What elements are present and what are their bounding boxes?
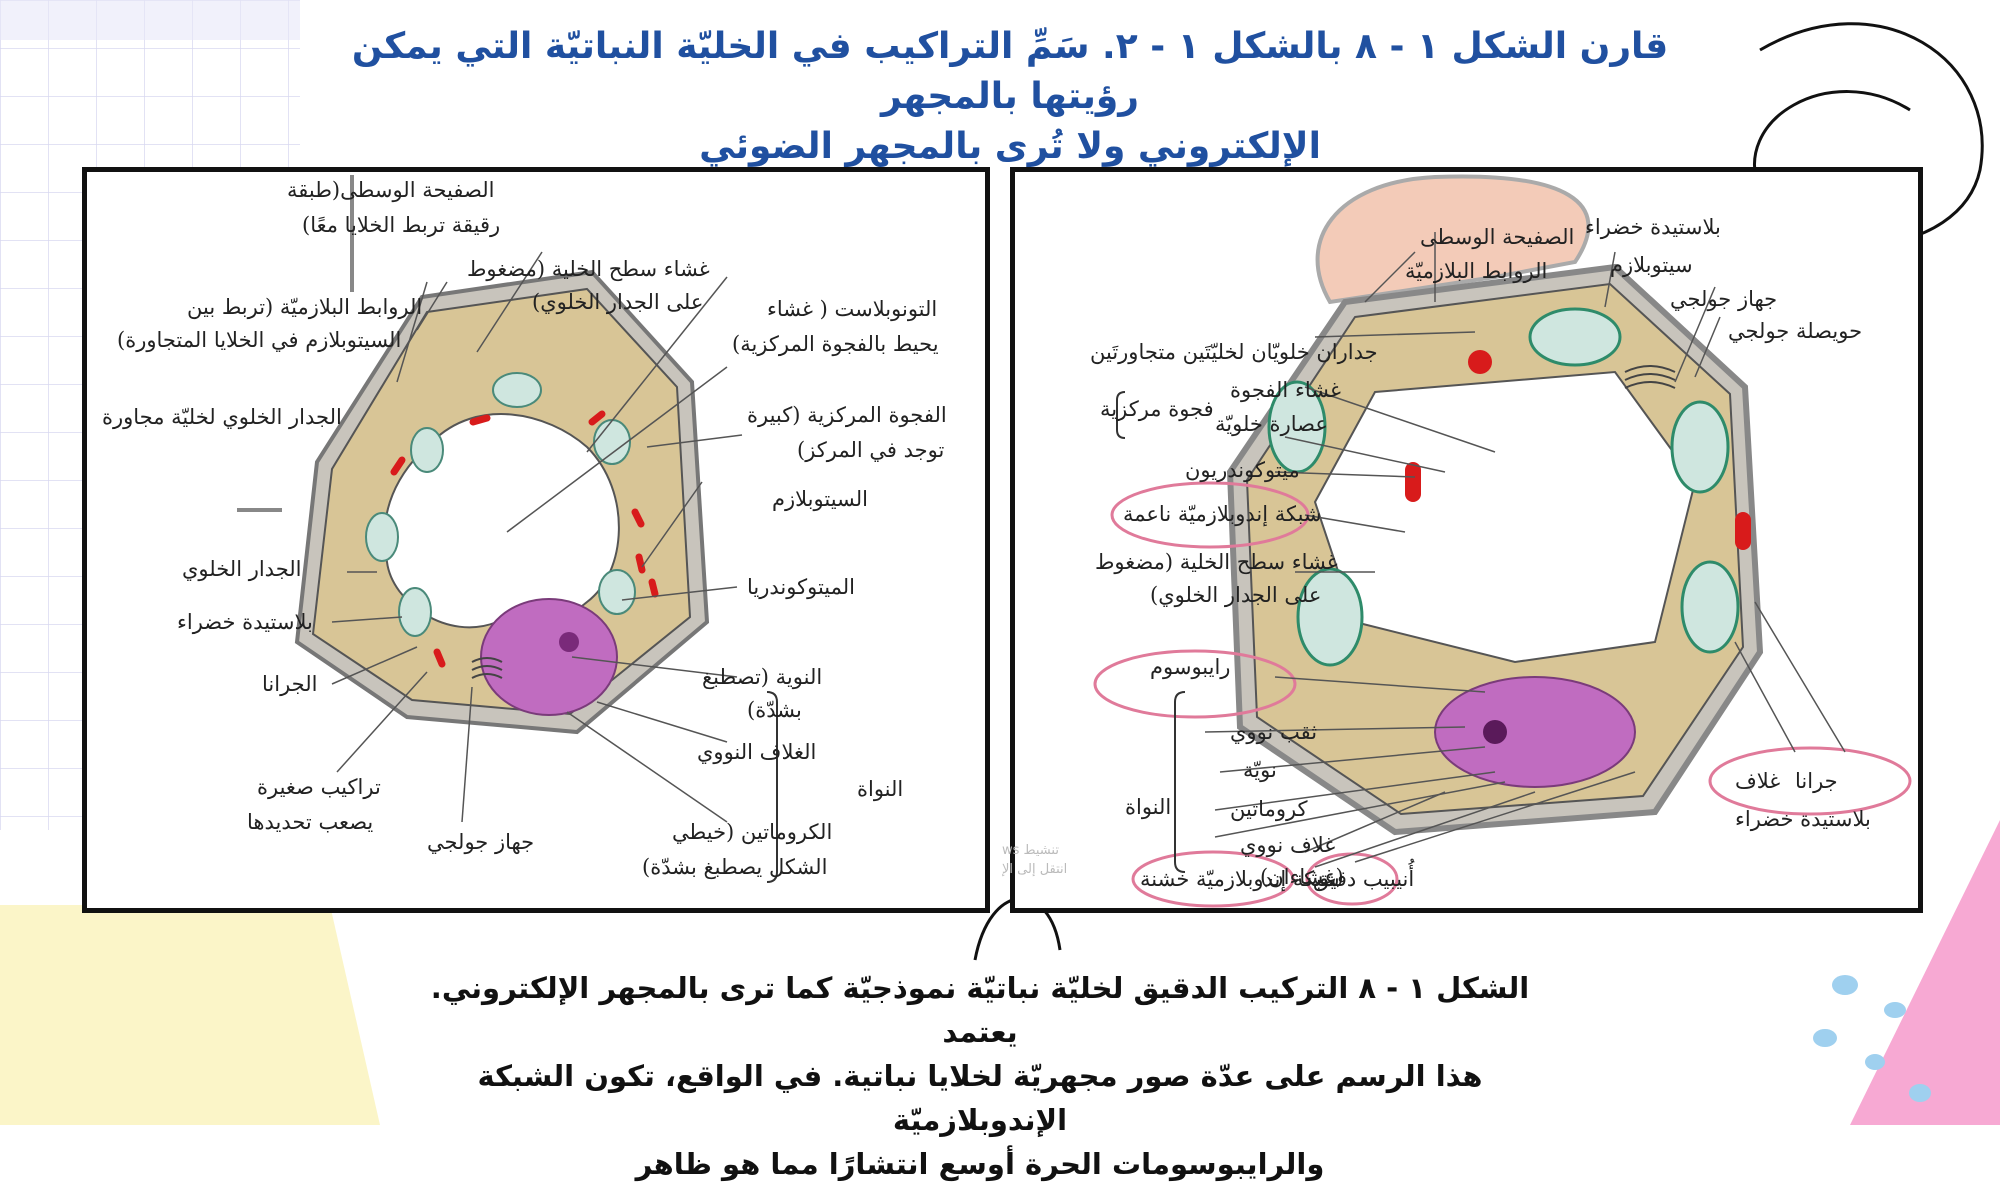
- highlight-circles: [1093, 481, 1912, 908]
- blue-dots: [1813, 975, 1931, 1102]
- label-ribosome: رايبوسوم: [1150, 655, 1231, 679]
- caption-line-3: والرايبوسومات الحرة أوسع انتشارًا مما هو…: [635, 1147, 1325, 1181]
- label-two-walls: جداران خلويّان لخليّتَين متجاورتَين: [1090, 340, 1378, 364]
- label-vacuole-membrane: غشاء الفجوة: [1230, 378, 1341, 402]
- label-mitochondria: الميتوكوندريا: [747, 575, 855, 599]
- nucleus: [1434, 676, 1636, 788]
- label-nucleolus: النوية (تصطبغ: [702, 665, 823, 689]
- light-cell-drawing: [237, 175, 778, 883]
- slide-title: قارن الشكل ١ - ٨ بالشكل ١ - ٢. سَمِّ الت…: [300, 22, 1720, 172]
- lavender-shape: [0, 0, 300, 40]
- nucleolus: [559, 632, 579, 652]
- electron-microscope-diagram: بلاستيدة خضراء الصفيحة الوسطى الروابط ال…: [1010, 167, 1923, 913]
- label-chromatin-2: الشكل يصطبغ بشدّة): [642, 855, 828, 879]
- label-envelope: غلاف: [1735, 769, 1781, 793]
- caption-line-2: هذا الرسم على عدّة صور مجهريّة لخلايا نب…: [477, 1059, 1483, 1137]
- label-nuclear-pore: ثقب نووي: [1230, 720, 1318, 744]
- light-microscope-diagram: الصفيحة الوسطى(طبقة رقيقة تربط الخلايا م…: [82, 167, 990, 913]
- label-chloroplast-bottom: بلاستيدة خضراء: [1735, 807, 1871, 831]
- nucleus: [480, 598, 618, 716]
- caption-line-1: الشكل ١ - ٨ التركيب الدقيق لخليّة نباتيّ…: [430, 971, 1530, 1049]
- neighbor-cell: [1315, 174, 1591, 305]
- label-cell-wall: الجدار الخلوي: [182, 557, 302, 581]
- label-middle-lamella: الصفيحة الوسطى(طبقة: [287, 178, 495, 202]
- vacuole-bracket: [1116, 391, 1126, 439]
- label-tonoplast: التونوبلاست ( غشاء: [767, 297, 938, 321]
- label-surface-membrane: غشاء سطح الخلية (مضغوط: [1095, 550, 1338, 574]
- label-golgi-vesicle: حويصلة جولجي: [1728, 319, 1863, 343]
- label-rough-er: شبكة إندوبلازميّة خشنة: [1140, 867, 1340, 891]
- label-nuclear-envelope: غلاف نووي: [1240, 833, 1336, 857]
- label-nucleolus: نويّة: [1243, 758, 1277, 782]
- figure-caption: الشكل ١ - ٨ التركيب الدقيق لخليّة نباتيّ…: [420, 966, 1540, 1186]
- watermark-line-1: تنشيط ws: [1002, 843, 1059, 858]
- label-central-vacuole-2: توجد في المركز): [797, 438, 945, 462]
- label-grana: جرانا: [1795, 769, 1838, 793]
- pink-triangle: [1850, 820, 2000, 1125]
- label-nuclear-envelope: الغلاف النووي: [697, 740, 817, 764]
- label-microtubule: أُنيبيب دقيق: [1313, 867, 1415, 891]
- label-mitochondrion: ميتوكوندريون: [1185, 458, 1300, 482]
- leader-lines: [331, 251, 743, 823]
- golgi: [471, 657, 503, 679]
- label-cell-membrane-2: على الجدار الخلوي): [532, 290, 704, 314]
- label-smooth-er: شبكة إندوبلازميّة ناعمة: [1123, 502, 1322, 526]
- label-small-structures-2: يصعب تحديدها: [247, 810, 374, 834]
- label-nuclear-envelope-2: (غشاءان): [1260, 865, 1344, 889]
- title-line-1: قارن الشكل ١ - ٨ بالشكل ١ - ٢. سَمِّ الت…: [351, 26, 1669, 117]
- label-middle-lamella: الصفيحة الوسطى: [1420, 225, 1575, 249]
- label-surface-membrane-2: على الجدار الخلوي): [1150, 583, 1322, 607]
- mitochondria: [390, 410, 659, 668]
- label-plasmodesmata: الروابط البلازميّة (تربط بين: [187, 295, 423, 319]
- label-middle-lamella-2: رقيقة تربط الخلايا معًا): [302, 213, 501, 237]
- label-tonoplast-2: يحيط بالفجوة المركزية): [732, 332, 939, 356]
- electron-cell-drawing: [1093, 174, 1912, 908]
- label-cytoplasm: السيتوبلازم: [772, 487, 869, 511]
- nucleus-bracket: [1174, 691, 1186, 873]
- label-golgi-apparatus: جهاز جولجي: [1670, 287, 1778, 311]
- label-cell-sap: عصارة خلويّة: [1215, 412, 1328, 436]
- leader-lines: [1204, 232, 1846, 868]
- chloroplasts: [1267, 307, 1740, 667]
- label-nucleolus-2: بشدّة): [747, 698, 802, 722]
- label-nucleus: النواة: [1125, 795, 1172, 819]
- label-central-vacuole: الفجوة المركزية (كبيرة: [747, 403, 947, 427]
- label-golgi: جهاز جولجي: [427, 830, 535, 854]
- title-line-2: الإلكتروني ولا تُرى بالمجهر الضوئي: [699, 126, 1321, 167]
- label-plasmodesmata: الروابط البلازميّة: [1405, 259, 1548, 283]
- yellow-shape: [0, 905, 380, 1125]
- label-cell-membrane: غشاء سطح الخلية (مضغوط: [467, 257, 710, 281]
- label-chloroplast: بلاستيدة خضراء: [177, 610, 313, 634]
- mitochondria: [1405, 350, 1751, 550]
- label-central-vacuole: فجوة مركزية: [1100, 397, 1214, 421]
- label-chromatin: الكروماتين (خيطي: [672, 820, 833, 844]
- central-vacuole: [1313, 370, 1697, 664]
- nucleolus: [1483, 720, 1507, 744]
- nucleus-bracket: [766, 691, 778, 883]
- chloroplasts: [365, 372, 636, 637]
- watermark-line-2: انتقل إلى الإ: [1002, 862, 1068, 877]
- golgi: [1624, 365, 1676, 389]
- label-plasmodesmata-2: السيتوبلازم في الخلايا المتجاورة): [117, 328, 402, 352]
- label-grana: الجرانا: [262, 672, 318, 696]
- neighbor-cell-wall: [237, 175, 354, 512]
- label-chloroplast-top: بلاستيدة خضراء: [1585, 215, 1721, 239]
- label-chromatin: كروماتين: [1230, 797, 1308, 821]
- label-cytoplasm: سيتوبلازم: [1610, 253, 1693, 277]
- label-nucleus: النواة: [857, 777, 904, 801]
- label-small-structures: تراكيب صغيرة: [257, 775, 381, 799]
- label-neighbor-wall: الجدار الخلوي لخليّة مجاورة: [102, 405, 342, 429]
